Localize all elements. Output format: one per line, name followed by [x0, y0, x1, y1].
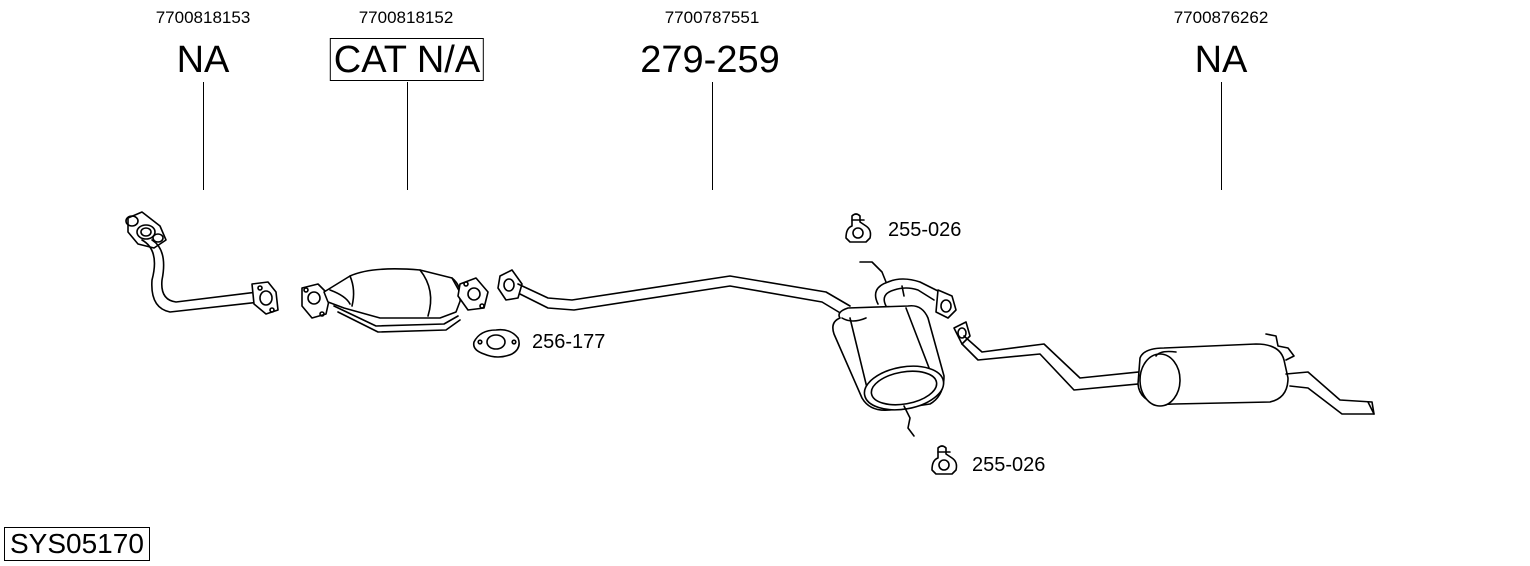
leader-line-rear-silencer [1221, 82, 1223, 190]
part-number-middle-section: 279-259 [640, 39, 780, 81]
gasket-drawing [472, 328, 520, 358]
accessory-label-hanger-top: 255-026 [888, 219, 962, 241]
hanger-top-drawing [845, 213, 872, 243]
system-id-label: SYS05170 [4, 527, 150, 561]
part-number-catalyst: CAT N/A [329, 38, 485, 81]
part-number-front-pipe: NA [176, 39, 230, 81]
rear-silencer-drawing [953, 321, 1375, 415]
leader-line-middle-section [712, 82, 714, 190]
part-number-rear-silencer: NA [1194, 39, 1248, 81]
catalyst-drawing [301, 268, 489, 333]
oem-number-catalyst: 7700818152 [358, 8, 454, 27]
front-pipe-drawing [125, 211, 279, 315]
hanger-bottom-drawing [931, 445, 958, 475]
oem-number-middle-section: 7700787551 [664, 8, 760, 27]
middle-section-drawing [497, 261, 957, 437]
accessory-label-hanger-bottom: 255-026 [972, 454, 1046, 476]
leader-line-front-pipe [203, 82, 205, 190]
leader-line-catalyst [407, 82, 409, 190]
oem-number-rear-silencer: 7700876262 [1173, 8, 1269, 27]
accessory-label-gasket: 256-177 [532, 331, 606, 353]
oem-number-front-pipe: 7700818153 [155, 8, 251, 27]
